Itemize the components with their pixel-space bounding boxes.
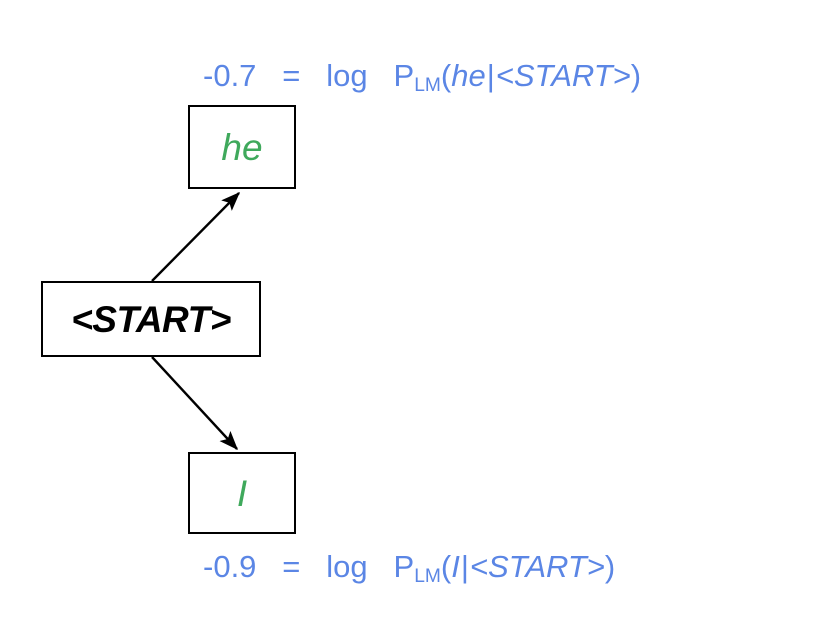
context-start-bottom: <START>: [469, 549, 605, 584]
node-start-label: <START>: [71, 298, 231, 340]
probability-symbol-top: P: [393, 58, 415, 93]
probability-symbol-bottom: P: [393, 549, 415, 584]
score-value-he: -0.7: [203, 58, 257, 93]
node-i[interactable]: I: [188, 452, 296, 534]
open-paren-top: (: [440, 58, 452, 93]
lm-subscript-bottom: LM: [414, 566, 441, 588]
equals-sign-top: =: [282, 58, 301, 93]
score-value-i: -0.9: [203, 549, 257, 584]
conditional-bar-top: |: [486, 58, 495, 93]
edge-start-to-he: [151, 191, 241, 282]
close-paren-top: ): [630, 58, 642, 93]
log-probability-label-he: -0.7 = log PLM(he|<START>): [203, 58, 642, 95]
context-start-top: <START>: [495, 58, 631, 93]
conditional-bar-bottom: |: [460, 549, 469, 584]
close-paren-bottom: ): [604, 549, 616, 584]
log-probability-label-i: -0.9 = log PLM(I|<START>): [203, 549, 616, 586]
equals-sign-bottom: =: [282, 549, 301, 584]
node-start[interactable]: <START>: [41, 281, 261, 357]
token-he-in-label: he: [451, 58, 486, 93]
token-i-in-label: I: [451, 549, 460, 584]
node-he-label: he: [221, 126, 263, 168]
log-operator-top: log: [326, 58, 368, 93]
lm-subscript-top: LM: [414, 75, 441, 97]
edge-start-to-i: [151, 356, 238, 451]
node-i-label: I: [236, 472, 248, 514]
open-paren-bottom: (: [440, 549, 452, 584]
log-operator-bottom: log: [326, 549, 368, 584]
node-he[interactable]: he: [188, 105, 296, 189]
